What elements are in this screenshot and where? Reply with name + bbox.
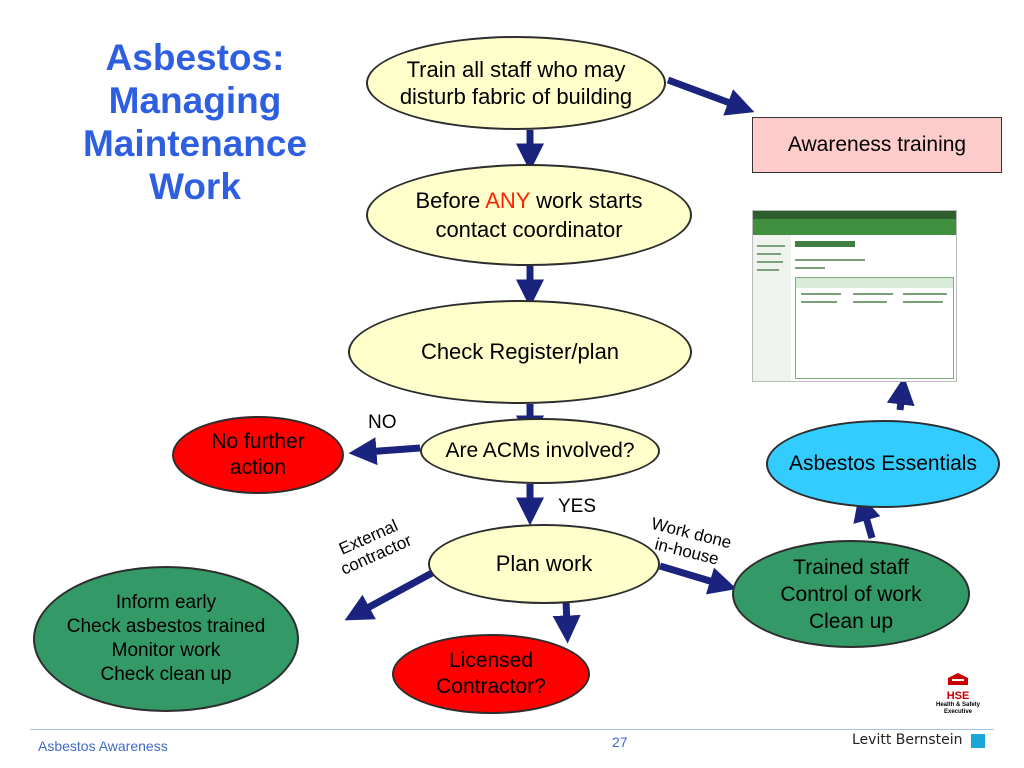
node-inform-early: Inform early Check asbestos trained Moni…	[33, 566, 299, 712]
hse-logo-sub: Executive	[943, 709, 973, 715]
node-text: Train all staff who may	[406, 57, 626, 82]
node-acms-involved: Are ACMs involved?	[420, 418, 660, 484]
node-text: No further	[211, 430, 305, 453]
node-text: work starts	[536, 188, 643, 213]
node-text-line1: Before ANY work starts	[415, 186, 642, 215]
hse-logo: HSE Health & Safety Executive	[930, 672, 986, 720]
footer-divider	[30, 729, 994, 730]
thumb-line	[757, 269, 779, 271]
node-text: Contractor?	[436, 675, 546, 698]
thumb-line	[801, 293, 841, 295]
node-awareness-training: Awareness training	[752, 117, 1002, 173]
node-text: Control of work	[780, 582, 922, 606]
thumb-line	[903, 301, 943, 303]
node-text: Awareness training	[787, 133, 967, 156]
arrow-plan-to-licensed	[552, 599, 581, 644]
node-text: Licensed	[448, 649, 534, 672]
title-line: Managing	[108, 80, 282, 121]
node-text: Inform early	[115, 592, 217, 613]
arrow-train-to-awareness	[666, 76, 755, 116]
thumb-line	[757, 245, 785, 247]
node-text: Monitor work	[111, 640, 221, 661]
thumb-heading-placeholder	[795, 241, 855, 247]
asbestos-essentials-webpage-thumbnail	[752, 210, 957, 382]
brand-square-icon	[971, 734, 985, 748]
node-no-further-action: No further action	[172, 416, 344, 494]
highlight-any: ANY	[485, 188, 531, 213]
node-asbestos-essentials: Asbestos Essentials	[766, 420, 1000, 508]
node-text: Asbestos Essentials	[789, 452, 977, 475]
node-check-register: Check Register/plan	[348, 300, 692, 404]
title-line: Asbestos:	[105, 37, 285, 78]
hse-logo-sub: Health & Safety	[935, 702, 980, 708]
thumb-line	[853, 301, 887, 303]
thumb-line	[801, 301, 837, 303]
node-text: disturb fabric of building	[399, 84, 633, 109]
node-before-any-work: Before ANY work starts contact coordinat…	[366, 164, 692, 266]
thumb-top-bar	[753, 211, 956, 219]
arrow-acms-to-nofurther	[348, 437, 421, 466]
thumb-line	[757, 261, 783, 263]
node-text: contact coordinator	[435, 217, 623, 242]
title-line: Work	[149, 166, 241, 207]
footer-title: Asbestos Awareness	[38, 738, 168, 754]
arrow-plan-to-trained	[658, 562, 737, 595]
node-text: Check Register/plan	[420, 339, 620, 364]
arrow-trained-to-essentials	[853, 493, 881, 539]
page-number: 27	[612, 734, 628, 750]
title-line: Maintenance	[82, 123, 308, 164]
thumb-line	[757, 253, 781, 255]
thumb-line	[795, 259, 865, 261]
thumb-table-head	[796, 278, 953, 288]
label-yes: YES	[558, 496, 597, 517]
page-title: Asbestos: Managing Maintenance Work	[50, 36, 340, 208]
node-trained-staff: Trained staff Control of work Clean up	[732, 540, 970, 648]
thumb-line	[853, 293, 893, 295]
node-text: Before	[415, 188, 481, 213]
arrow-plan-to-inform	[344, 569, 434, 621]
label-no: NO	[368, 412, 397, 433]
node-text: action	[229, 456, 287, 479]
node-text: Trained staff	[793, 555, 909, 579]
hse-logo-name: HSE	[946, 690, 970, 702]
node-plan-work: Plan work	[428, 524, 660, 604]
hse-house-icon	[948, 673, 968, 685]
arrow-essentials-to-screenshot	[886, 376, 915, 411]
node-train-staff: Train all staff who may disturb fabric o…	[366, 36, 666, 130]
node-text: Check clean up	[100, 664, 232, 685]
thumb-header-bar	[753, 219, 956, 235]
thumb-table	[795, 277, 954, 379]
thumb-line	[795, 267, 825, 269]
node-text: Check asbestos trained	[66, 616, 266, 637]
node-text: Are ACMs involved?	[445, 439, 635, 462]
node-text: Clean up	[808, 609, 894, 633]
thumb-line	[903, 293, 947, 295]
node-licensed-contractor: Licensed Contractor?	[392, 634, 590, 714]
footer-brand: Levitt Bernstein	[852, 732, 963, 748]
node-text: Plan work	[495, 551, 593, 576]
thumb-sidebar	[753, 235, 791, 381]
